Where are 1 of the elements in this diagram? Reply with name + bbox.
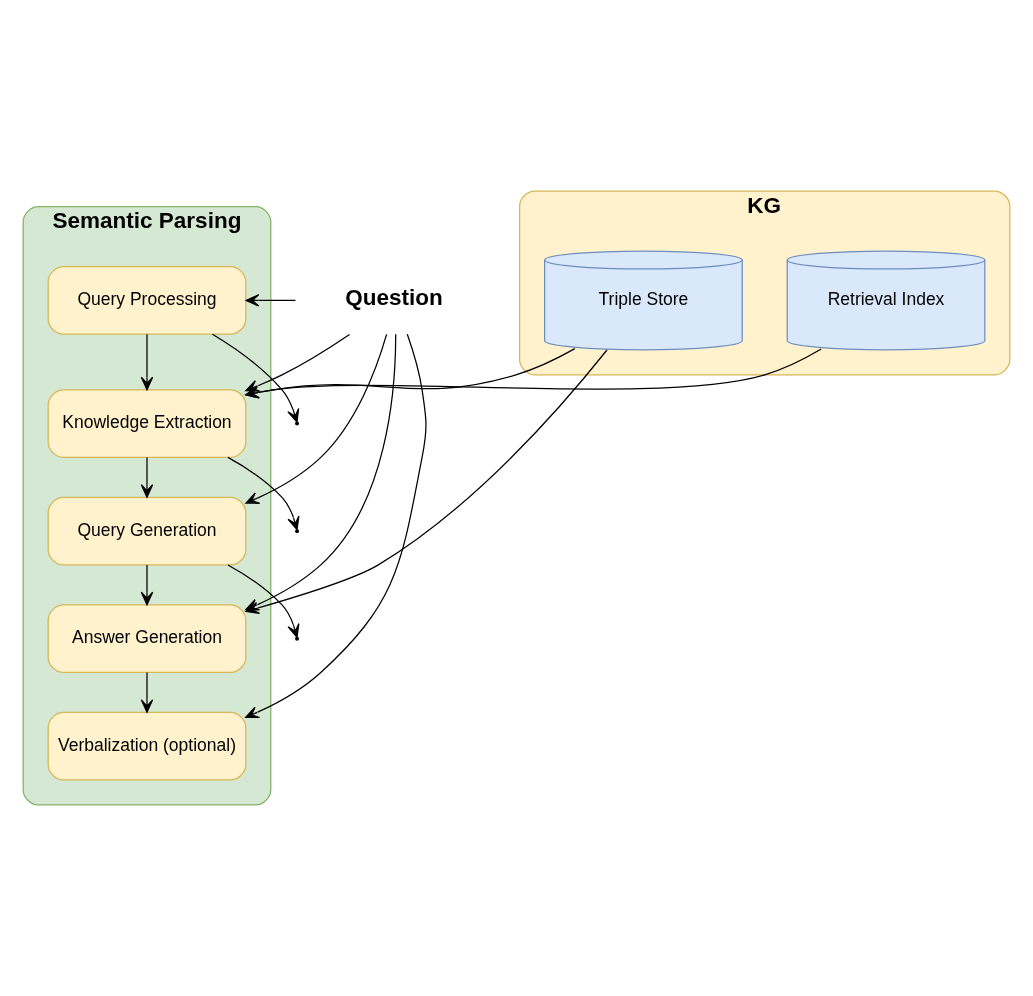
node-text: Question [345,284,443,310]
